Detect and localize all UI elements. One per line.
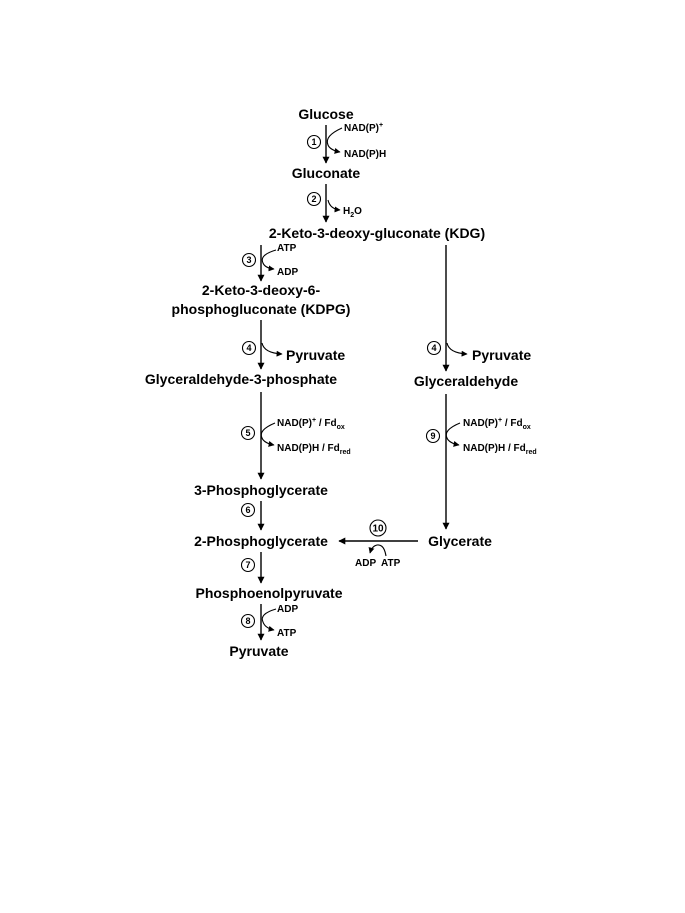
step-8-number: 8 (245, 616, 250, 626)
step-8-circle (240, 613, 256, 629)
metabolite-glyceraldehyde-3-phosphate: Glyceraldehyde-3-phosphate (145, 371, 337, 387)
step-2-number: 2 (311, 194, 316, 204)
cofactor-adp-step-10: ADP (355, 558, 376, 569)
cofactor-nadph-fd-red-step-5: NAD(P)H / Fdred (277, 443, 351, 456)
step-7-circle (240, 557, 256, 573)
metabolite-glyceraldehyde: Glyceraldehyde (414, 373, 518, 389)
cofactor-nadph-step-1: NAD(P)H (344, 149, 386, 160)
step-10-circle (369, 519, 387, 537)
cofactor-h2o: H2O (343, 206, 362, 219)
step-9-circle (425, 428, 441, 444)
metabolite-pyruvate-right: Pyruvate (472, 347, 531, 363)
cofactor-atp-step-10: ATP (381, 558, 401, 569)
metabolite-phosphoenolpyruvate: Phosphoenolpyruvate (195, 585, 342, 601)
metabolite-3-phosphoglycerate: 3-Phosphoglycerate (194, 482, 328, 498)
metabolite-glycerate: Glycerate (428, 533, 492, 549)
step-6-number: 6 (245, 505, 250, 515)
cofactor-atp-step-8: ATP (277, 628, 297, 639)
metabolite-kdpg-line1: 2-Keto-3-deoxy-6- (202, 282, 321, 298)
metabolite-kdpg-line2: phosphogluconate (KDPG) (172, 301, 351, 317)
metabolite-gluconate: Gluconate (292, 165, 361, 181)
cofactor-nadp-fd-ox-step-9: NAD(P)+ / Fdox (463, 417, 531, 431)
metabolite-pyruvate-left: Pyruvate (286, 347, 345, 363)
pyruvate-branch-step-4-right (446, 342, 468, 357)
cofactor-curve-step-8 (261, 608, 277, 632)
step-9-number: 9 (430, 431, 435, 441)
cofactor-curve-step-3 (261, 249, 277, 272)
cofactor-adp-step-8: ADP (277, 604, 298, 615)
step-10-number: 10 (372, 524, 384, 535)
cofactor-adp-step-3: ADP (277, 267, 298, 278)
step-7-number: 7 (245, 560, 250, 570)
cofactor-nadp-plus-step-1: NAD(P)+ (344, 122, 383, 134)
metabolite-pyruvate-final: Pyruvate (229, 643, 288, 659)
step-3-number: 3 (246, 255, 251, 265)
cofactor-atp-step-3: ATP (277, 243, 297, 254)
step-4-left-circle (241, 340, 257, 356)
step-4-right-number: 4 (431, 343, 436, 353)
cofactor-curve-step-5 (260, 422, 276, 447)
metabolite-kdg: 2-Keto-3-deoxy-gluconate (KDG) (269, 225, 485, 241)
step-2-circle (306, 191, 322, 207)
step-4-right-circle (426, 340, 442, 356)
step-5-circle (240, 425, 256, 441)
step-4-left-number: 4 (246, 343, 251, 353)
cofactor-curve-step-1 (326, 127, 343, 154)
step-1-number: 1 (311, 137, 316, 147)
step-5-number: 5 (245, 428, 250, 438)
step-3-circle (241, 252, 257, 268)
step-1-circle (306, 134, 322, 150)
cofactor-curve-step-2 (327, 199, 341, 213)
metabolite-2-phosphoglycerate: 2-Phosphoglycerate (194, 533, 328, 549)
cofactor-nadph-fd-red-step-9: NAD(P)H / Fdred (463, 443, 537, 456)
cofactor-nadp-fd-ox-step-5: NAD(P)+ / Fdox (277, 417, 345, 431)
step-6-circle (240, 502, 256, 518)
pyruvate-branch-step-4-left (261, 342, 283, 357)
metabolite-glucose: Glucose (298, 106, 353, 122)
cofactor-curve-step-9 (445, 422, 461, 447)
cofactor-curve-step-10 (368, 544, 387, 557)
